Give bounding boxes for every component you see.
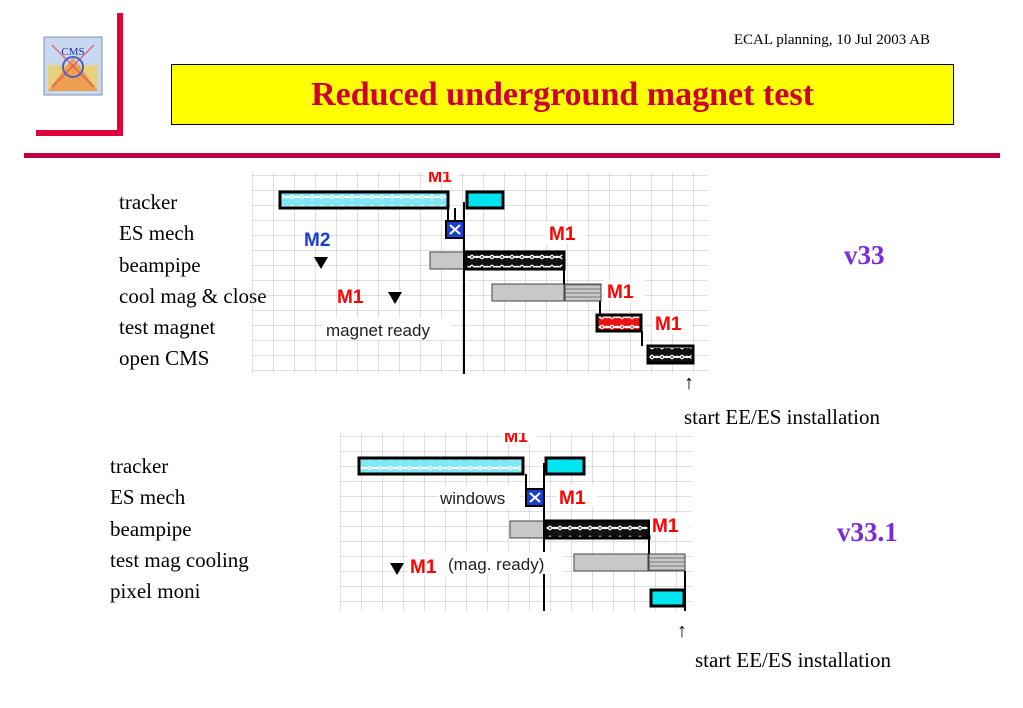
gantt-bar-cool-mag bbox=[564, 283, 602, 302]
gantt-bar-open-cms bbox=[646, 344, 695, 365]
milestone-label: M2 bbox=[304, 230, 330, 251]
milestone-label: M1 bbox=[504, 433, 528, 446]
milestone-label: M1 bbox=[337, 287, 364, 308]
task-label: tracker bbox=[110, 454, 169, 478]
task-label: cool mag & close bbox=[119, 283, 267, 308]
windows-note: windows bbox=[439, 489, 505, 508]
milestone-label: M1 bbox=[428, 172, 452, 186]
milestone-label: M1 bbox=[652, 516, 679, 537]
milestone-triangle-icon bbox=[314, 257, 328, 269]
version-label-v33: v33 bbox=[844, 240, 885, 270]
gantt-bar-test-mag-cooling bbox=[648, 553, 686, 572]
start-installation-note: start EE/ES installation bbox=[695, 648, 891, 672]
gantt-bar-cool-slack bbox=[491, 283, 565, 302]
gantt-chart-v33: M1 M2 M1 M1 M1 M1 magnet ready bbox=[252, 167, 708, 374]
title-separator bbox=[24, 153, 1000, 158]
task-label: pixel moni bbox=[110, 579, 201, 604]
milestone-triangle-icon bbox=[388, 292, 402, 304]
up-arrow-icon: ↑ bbox=[684, 372, 694, 394]
task-label: test magnet bbox=[119, 315, 216, 340]
milestone-label: M1 bbox=[410, 557, 437, 578]
milestone-label: M1 bbox=[559, 488, 586, 509]
title-box: Reduced underground magnet test bbox=[171, 64, 954, 125]
milestone-label: M1 bbox=[655, 314, 682, 335]
task-label: open CMS bbox=[119, 346, 210, 371]
gantt-bar-tracker bbox=[278, 190, 450, 210]
mag-ready-note: (mag. ready) bbox=[448, 555, 544, 574]
gantt-bar-test-magnet bbox=[595, 313, 643, 333]
task-labels-v33-1: tracker ES mech beampipe test mag coolin… bbox=[110, 451, 249, 607]
task-label: test mag cooling bbox=[110, 547, 249, 572]
task-label: beampipe bbox=[110, 516, 192, 541]
gantt-bar-beampipe bbox=[464, 250, 566, 271]
cms-logo: CMS bbox=[42, 35, 104, 97]
task-label: ES mech bbox=[110, 485, 186, 510]
gantt-bar-tracker bbox=[357, 456, 525, 476]
magnet-ready-note: magnet ready bbox=[326, 321, 430, 340]
milestone-label: M1 bbox=[549, 224, 576, 245]
svg-text:CMS: CMS bbox=[61, 46, 84, 58]
gantt-bar-pixel-moni bbox=[649, 588, 686, 608]
task-labels-v33: tracker ES mech beampipe cool mag & clos… bbox=[119, 187, 267, 375]
start-installation-note: start EE/ES installation bbox=[684, 405, 880, 429]
milestone-label: M1 bbox=[607, 282, 634, 303]
gantt-bar-tracker-2 bbox=[465, 190, 505, 210]
gantt-bar-beampipe-slack bbox=[509, 520, 545, 539]
version-label-v33-1: v33.1 bbox=[837, 517, 898, 547]
gantt-bar-beampipe bbox=[543, 519, 651, 540]
milestone-triangle-icon bbox=[390, 563, 404, 575]
accent-horizontal-bar bbox=[36, 130, 123, 136]
task-label: ES mech bbox=[119, 221, 195, 246]
page-title: Reduced underground magnet test bbox=[311, 75, 814, 113]
header-note: ECAL planning, 10 Jul 2003 AB bbox=[733, 32, 930, 48]
gantt-chart-v33-1: M1 windows M1 M1 M1 (mag. ready) bbox=[340, 427, 692, 611]
accent-vertical-bar bbox=[117, 13, 123, 135]
gantt-bar-cooling-slack bbox=[573, 553, 649, 572]
up-arrow-icon: ↑ bbox=[677, 620, 687, 642]
gantt-bar-tracker-2 bbox=[544, 456, 586, 476]
gantt-bar-beampipe-slack bbox=[429, 251, 467, 270]
task-label: beampipe bbox=[119, 252, 201, 277]
task-label: tracker bbox=[119, 190, 178, 214]
